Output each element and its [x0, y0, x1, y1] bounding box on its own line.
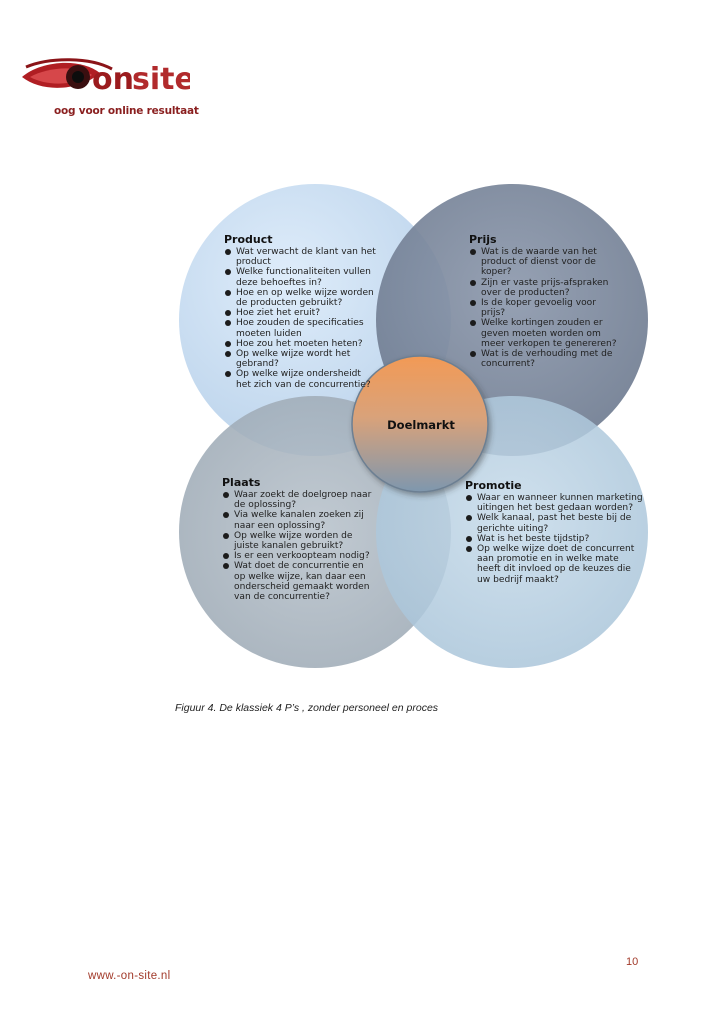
footer-url: www.-on-site.nl — [88, 970, 171, 982]
logo-tagline: oog voor online resultaat — [54, 105, 199, 117]
list-item: Op welke wijze wordt het gebrand? — [224, 349, 376, 369]
list-item: Is de koper gevoelig voor prijs? — [469, 298, 619, 318]
list-item: Waar en wanneer kunnen marketing uitinge… — [465, 493, 643, 513]
list-item: Wat doet de concurrentie en op welke wij… — [222, 561, 374, 602]
list-item: Welke kortingen zouden er geven moeten w… — [469, 318, 619, 349]
circle-doelmarkt — [351, 355, 489, 493]
list-item: Wat verwacht de klant van het product — [224, 247, 376, 267]
list-item: Op welke wijze ondersheidt het zich van … — [224, 369, 376, 390]
list-item: Hoe en op welke wijze worden de producte… — [224, 288, 376, 308]
list-item: Welk kanaal, past het beste bij de geric… — [465, 513, 643, 534]
eye-logo-icon: on site — [22, 58, 190, 97]
quadrant-product: Product Wat verwacht de klant van het pr… — [224, 233, 376, 390]
quadrant-promotie: Promotie Waar en wanneer kunnen marketin… — [465, 479, 643, 585]
list-item: Wat is de verhouding met de concurrent? — [469, 349, 619, 369]
list-item: Zijn er vaste prijs-afspraken over de pr… — [469, 278, 619, 298]
list-item: Waar zoekt de doelgroep naar de oplossin… — [222, 490, 374, 510]
page-number: 10 — [626, 956, 639, 968]
list-item: Op welke wijze worden de juiste kanalen … — [222, 531, 374, 551]
logo-wordmark: on — [92, 62, 134, 97]
quadrant-prijs: Prijs Wat is de waarde van het product o… — [469, 233, 619, 369]
onsite-logo: on site oog voor online resultaat — [20, 55, 199, 125]
list-item: Hoe zou het moeten heten? — [224, 339, 376, 349]
figure-caption: Figuur 4. De klassiek 4 P’s , zonder per… — [175, 702, 439, 714]
quadrant-title: Product — [224, 233, 273, 246]
list-item: Hoe zouden de specificaties moeten luide… — [224, 318, 376, 339]
center-label: Doelmarkt — [387, 418, 455, 432]
list-item: Welke functionaliteiten vullen deze beho… — [224, 267, 376, 288]
list-item: Wat is het beste tijdstip? — [465, 534, 643, 544]
quadrant-title: Prijs — [469, 233, 497, 246]
svg-text:site: site — [132, 62, 190, 97]
list-item: Op welke wijze doet de concurrent aan pr… — [465, 544, 643, 585]
quadrant-plaats: Plaats Waar zoekt de doelgroep naar de o… — [222, 476, 374, 602]
quadrant-title: Plaats — [222, 476, 261, 489]
list-item: Via welke kanalen zoeken zij naar een op… — [222, 510, 374, 531]
list-item: Hoe ziet het eruit? — [224, 308, 376, 318]
quadrant-title: Promotie — [465, 479, 522, 492]
list-item: Wat is de waarde van het product of dien… — [469, 247, 619, 278]
list-item: Is er een verkoopteam nodig? — [222, 551, 374, 561]
